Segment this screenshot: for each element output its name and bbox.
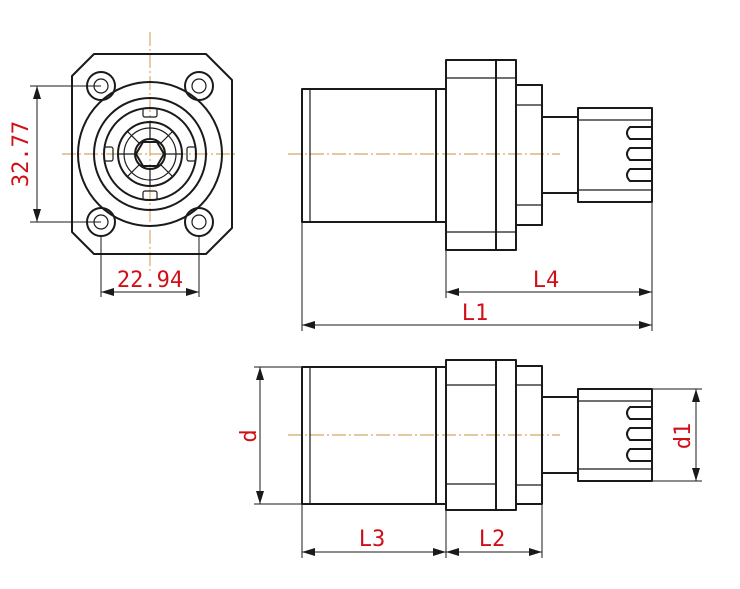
l2-label: L2 (479, 527, 506, 552)
dimension-l2: L2 (446, 504, 543, 558)
dimension-l1: L1 (301, 222, 653, 331)
dimension-d: d (237, 366, 302, 505)
d1-label: d1 (671, 423, 696, 450)
bolt-hole-bottom-right (184, 207, 214, 237)
dimension-height: 32.77 (9, 85, 101, 223)
l4-label: L4 (533, 268, 560, 293)
d-label: d (237, 429, 262, 442)
front-view (62, 32, 238, 272)
side-view-bottom (288, 359, 653, 511)
height-label: 32.77 (9, 121, 34, 187)
dimension-l4: L4 (445, 202, 653, 298)
width-label: 22.94 (117, 268, 183, 293)
l3-label: L3 (359, 527, 386, 552)
dimension-l3: L3 (301, 504, 447, 558)
side-view-top (288, 59, 653, 251)
dimension-d1: d1 (652, 388, 702, 482)
dimension-width: 22.94 (100, 236, 200, 297)
bolt-hole-top-right (184, 71, 214, 101)
l1-label: L1 (462, 301, 489, 326)
